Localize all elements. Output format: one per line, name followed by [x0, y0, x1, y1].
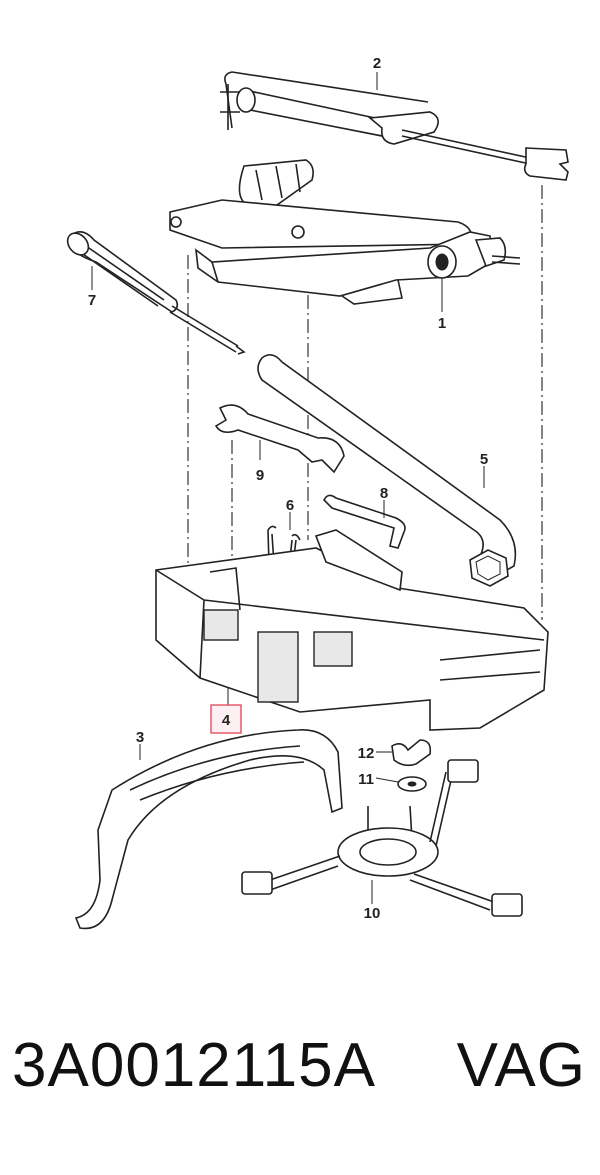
leader-lines	[91, 72, 485, 904]
part-wrench	[214, 404, 345, 474]
callout-12: 12	[358, 745, 375, 762]
callout-6: 6	[286, 497, 294, 514]
tool-kit-exploded-diagram: 1 2 3 4 5 6 7 8 9 10 11 12	[66, 55, 569, 930]
part-screwdriver	[66, 231, 246, 355]
callout-11: 11	[358, 771, 374, 788]
part-number: 3A0012115A	[12, 1031, 376, 1100]
callout-5: 5	[480, 451, 488, 468]
callout-4: 4	[222, 712, 231, 729]
part-wing-nut	[391, 739, 432, 767]
callout-8: 8	[380, 485, 388, 502]
callout-9: 9	[256, 467, 264, 484]
part-spider-base	[241, 759, 523, 917]
part-tool-tray	[155, 529, 549, 731]
callout-7: 7	[88, 292, 96, 309]
part-footer: 3A0012115A VAG	[0, 1030, 600, 1140]
part-hex-key	[323, 494, 406, 549]
callout-2: 2	[373, 55, 381, 72]
part-jack-crank	[220, 71, 569, 181]
highlight-box	[210, 704, 242, 734]
part-wheel-brace	[257, 354, 517, 587]
callout-1: 1	[438, 315, 446, 332]
brand-name: VAG	[456, 1031, 586, 1100]
part-washer	[397, 776, 427, 792]
callout-3: 3	[136, 729, 144, 746]
part-scissor-jack	[169, 159, 521, 305]
callout-labels: 1 2 3 4 5 6 7 8 9 10 11 12	[88, 55, 488, 922]
callout-10: 10	[364, 905, 381, 922]
part-strap-bracket	[74, 729, 343, 930]
